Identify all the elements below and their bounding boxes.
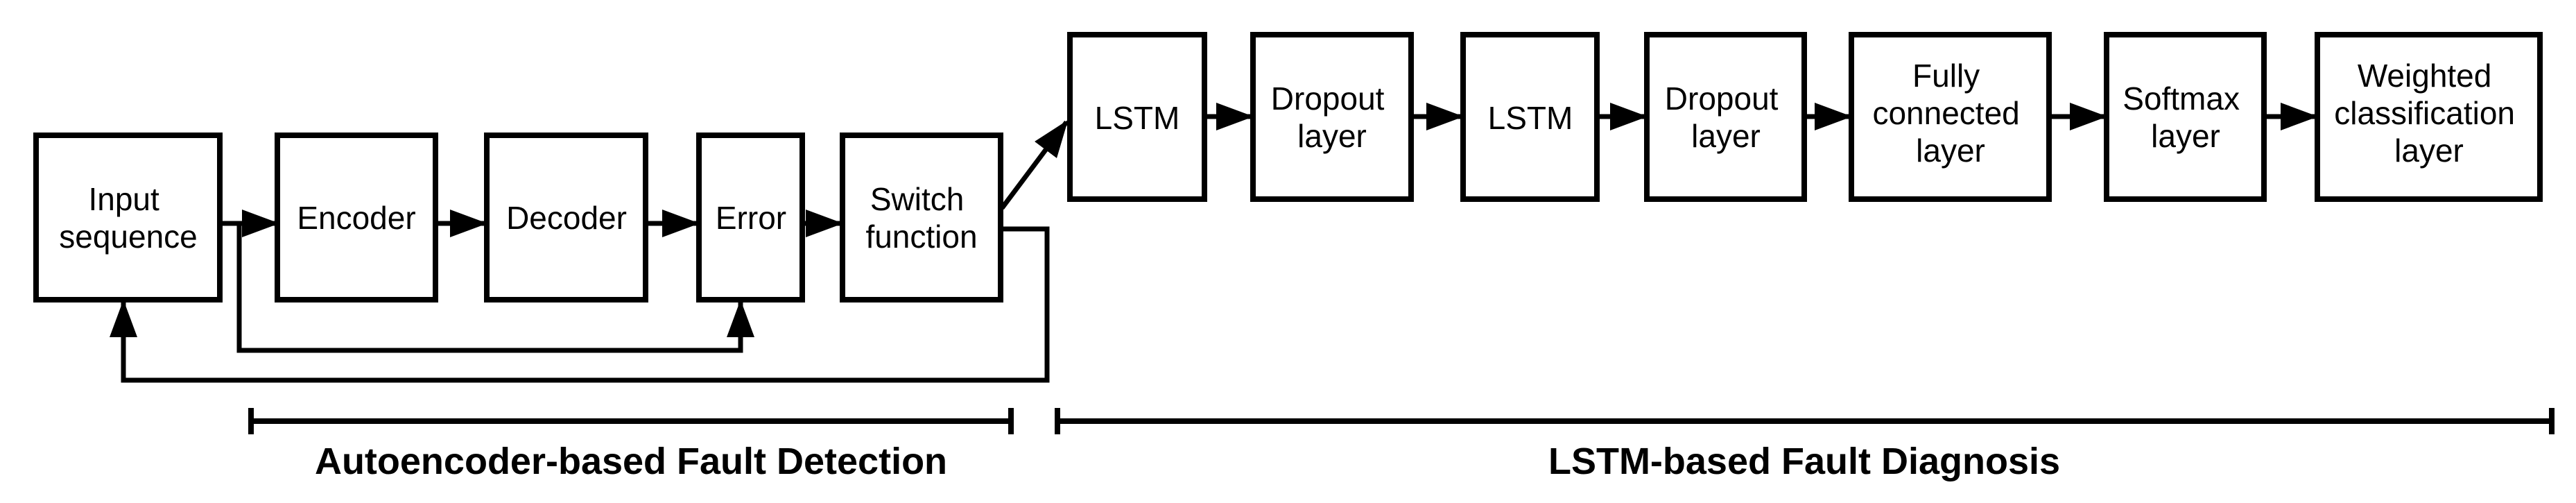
box-input-sequence — [33, 133, 223, 302]
feedback-arrow-to-error — [236, 223, 754, 353]
feedback-arrow-to-input — [110, 226, 1050, 383]
box-dropout-2 — [1644, 32, 1807, 202]
label-softmax: Softmax layer — [2123, 80, 2249, 154]
label-input-sequence: Input sequence — [59, 181, 198, 255]
box-softmax — [2104, 32, 2267, 202]
bracket-autoencoder-section — [248, 408, 1014, 434]
label-switch-function: Switch function — [865, 181, 977, 255]
label-lstm-1: LSTM — [1095, 100, 1180, 136]
box-lstm-2 — [1460, 32, 1600, 202]
label-encoder: Encoder — [297, 200, 415, 236]
label-dropout-2: Dropout layer — [1665, 80, 1787, 154]
box-decoder — [484, 133, 648, 302]
label-decoder: Decoder — [506, 200, 627, 236]
label-lstm-2: LSTM — [1488, 100, 1573, 136]
section-label-lstm: LSTM-based Fault Diagnosis — [1548, 441, 2060, 482]
arrow-switch-to-lstm — [1000, 119, 1069, 210]
box-switch-function — [840, 133, 1003, 302]
section-label-autoencoder: Autoencoder-based Fault Detection — [315, 441, 947, 482]
label-dropout-1: Dropout layer — [1271, 80, 1393, 154]
label-weighted-classification: Weighted classification layer — [2334, 58, 2524, 169]
label-error: Error — [716, 200, 786, 236]
box-weighted-classification — [2315, 32, 2543, 202]
bracket-lstm-section — [1055, 408, 2555, 434]
label-fully-connected: Fully connected layer — [1872, 58, 2028, 169]
box-dropout-1 — [1250, 32, 1414, 202]
